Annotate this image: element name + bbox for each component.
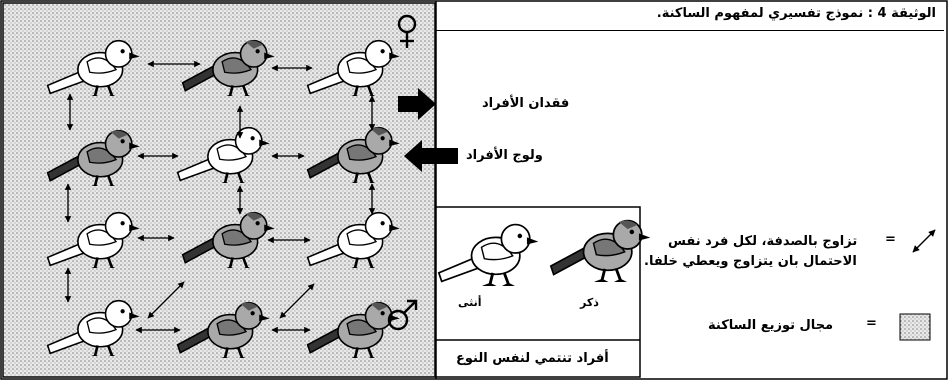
pairing-eq: = [885,232,896,247]
loss-label: فقدان الأفراد [482,96,570,111]
pairing-arrow-legend-icon [912,229,936,253]
female-symbol-icon [397,14,417,48]
entry-arrow-icon [404,140,458,172]
loss-arrow-icon [398,88,436,120]
same-species-caption: أفراد تنتمي لنفس النوع [456,351,609,366]
range-swatch-icon [899,313,931,341]
figure-title: الوثيقة 4 : نموذج تفسيري لمفهوم الساكنة. [656,6,936,21]
male-symbol-icon [387,299,418,331]
pair-arrow [279,283,315,319]
pair-arrow [147,281,185,319]
pairing-legend-line2: الاحتمال بان يتزاوج ويعطي خلفا. [644,254,857,269]
male-label: ذكر [580,296,599,309]
title-bar: الوثيقة 4 : نموذج تفسيري لمفهوم الساكنة. [436,0,944,31]
female-label: أنثى [458,296,482,309]
entry-label: ولوج الأفراد [466,148,543,163]
pairing-arrows [64,60,376,334]
range-eq: = [866,316,877,331]
range-legend-label: مجال توزيع الساكنة [708,318,834,333]
pairing-legend-line1: تزاوج بالصدفة، لكل فرد نفس [668,234,858,249]
